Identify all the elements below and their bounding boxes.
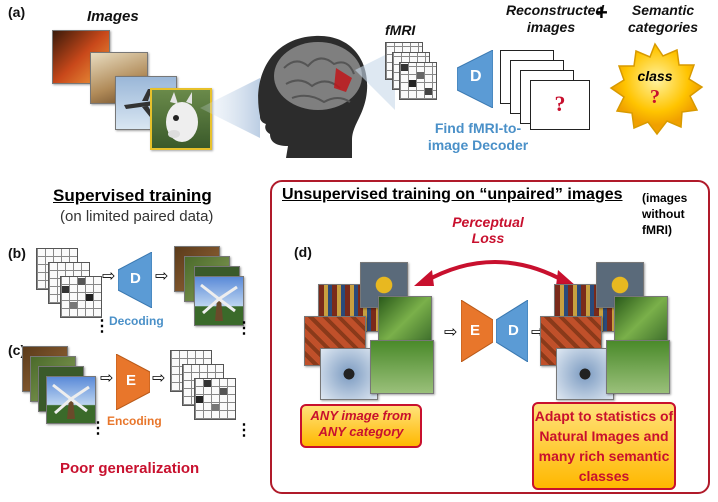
class-label: class bbox=[637, 68, 673, 84]
d-arrow-1: ⇨ bbox=[444, 324, 458, 341]
panel-label-a: (a) bbox=[8, 4, 26, 20]
b-photo-windmill bbox=[194, 276, 244, 326]
llama-icon bbox=[166, 92, 198, 142]
poor-generalization: Poor generalization bbox=[60, 460, 200, 477]
photo-llama bbox=[150, 88, 212, 150]
c-grid-3 bbox=[194, 378, 236, 420]
unsupervised-panel-frame bbox=[270, 180, 710, 494]
adapt-box: Adapt to statistics of Natural Images an… bbox=[532, 402, 676, 490]
b-arrow-2: ⇨ bbox=[155, 268, 169, 285]
find-decoder-text: Find fMRI-to-image Decoder bbox=[427, 120, 529, 153]
collage-right-dome bbox=[556, 348, 614, 400]
plus-sign: + bbox=[595, 0, 608, 25]
c-photo-windmill bbox=[46, 376, 96, 424]
collage-right-leaves bbox=[614, 296, 668, 346]
b-arrow-1: ⇨ bbox=[102, 268, 116, 285]
decoder-letter-top: D bbox=[470, 68, 482, 85]
supervised-title: Supervised training bbox=[53, 186, 212, 205]
class-question: ? bbox=[650, 86, 660, 108]
c-ellipsis: ⋮ bbox=[90, 420, 106, 437]
recon-label: Reconstructed images bbox=[506, 2, 605, 35]
panel-label-d: (d) bbox=[294, 244, 312, 260]
c-arrow-1: ⇨ bbox=[100, 370, 114, 387]
perceptual-loss-label: Perceptual Loss bbox=[452, 214, 524, 246]
b-decoder-trapezoid bbox=[118, 252, 152, 308]
c-arrow-2: ⇨ bbox=[152, 370, 166, 387]
fmri-label: fMRI bbox=[385, 22, 416, 38]
supervised-subtitle: (on limited paired data) bbox=[60, 208, 214, 225]
b-ellipsis: ⋮ bbox=[94, 318, 110, 335]
images-label: Images bbox=[87, 8, 139, 25]
fmri-grid-3 bbox=[399, 62, 437, 100]
head-silhouette bbox=[200, 35, 368, 158]
panel-label-b: (b) bbox=[8, 245, 26, 261]
d-decoder-letter: D bbox=[508, 322, 519, 339]
collage-right-green bbox=[606, 340, 670, 394]
class-starburst bbox=[609, 42, 704, 136]
unsupervised-title: Unsupervised training on “unpaired” imag… bbox=[282, 186, 623, 203]
semantic-label: Semantic categories bbox=[627, 2, 699, 35]
airplane-icon bbox=[124, 89, 170, 117]
any-image-box: ANY image from ANY category bbox=[300, 404, 422, 448]
unsupervised-note: (images without fMRI) bbox=[642, 191, 688, 237]
d-encoder-trapezoid bbox=[461, 300, 493, 362]
c-ellipsis-2: ⋮ bbox=[236, 422, 252, 439]
windmill-icon bbox=[200, 283, 238, 321]
encoding-label: Encoding bbox=[107, 414, 162, 428]
recon-card-4: ? bbox=[530, 80, 590, 130]
b-grid-3 bbox=[60, 276, 102, 318]
b-decoder-letter: D bbox=[130, 270, 141, 287]
collage-left-green bbox=[370, 340, 434, 394]
decoder-trapezoid-top bbox=[457, 50, 493, 108]
recon-question: ? bbox=[554, 91, 566, 116]
d-decoder-trapezoid bbox=[496, 300, 528, 362]
c-encoder-trapezoid bbox=[116, 354, 150, 410]
d-encoder-letter: E bbox=[470, 322, 481, 339]
b-ellipsis-2: ⋮ bbox=[236, 320, 252, 337]
c-encoder-letter: E bbox=[126, 372, 137, 389]
decoding-label: Decoding bbox=[109, 314, 164, 328]
panel-label-c: (c) bbox=[8, 342, 26, 358]
collage-left-leaves bbox=[378, 296, 432, 346]
perceptual-loss-arrow bbox=[414, 260, 576, 286]
windmill-icon bbox=[52, 383, 90, 419]
